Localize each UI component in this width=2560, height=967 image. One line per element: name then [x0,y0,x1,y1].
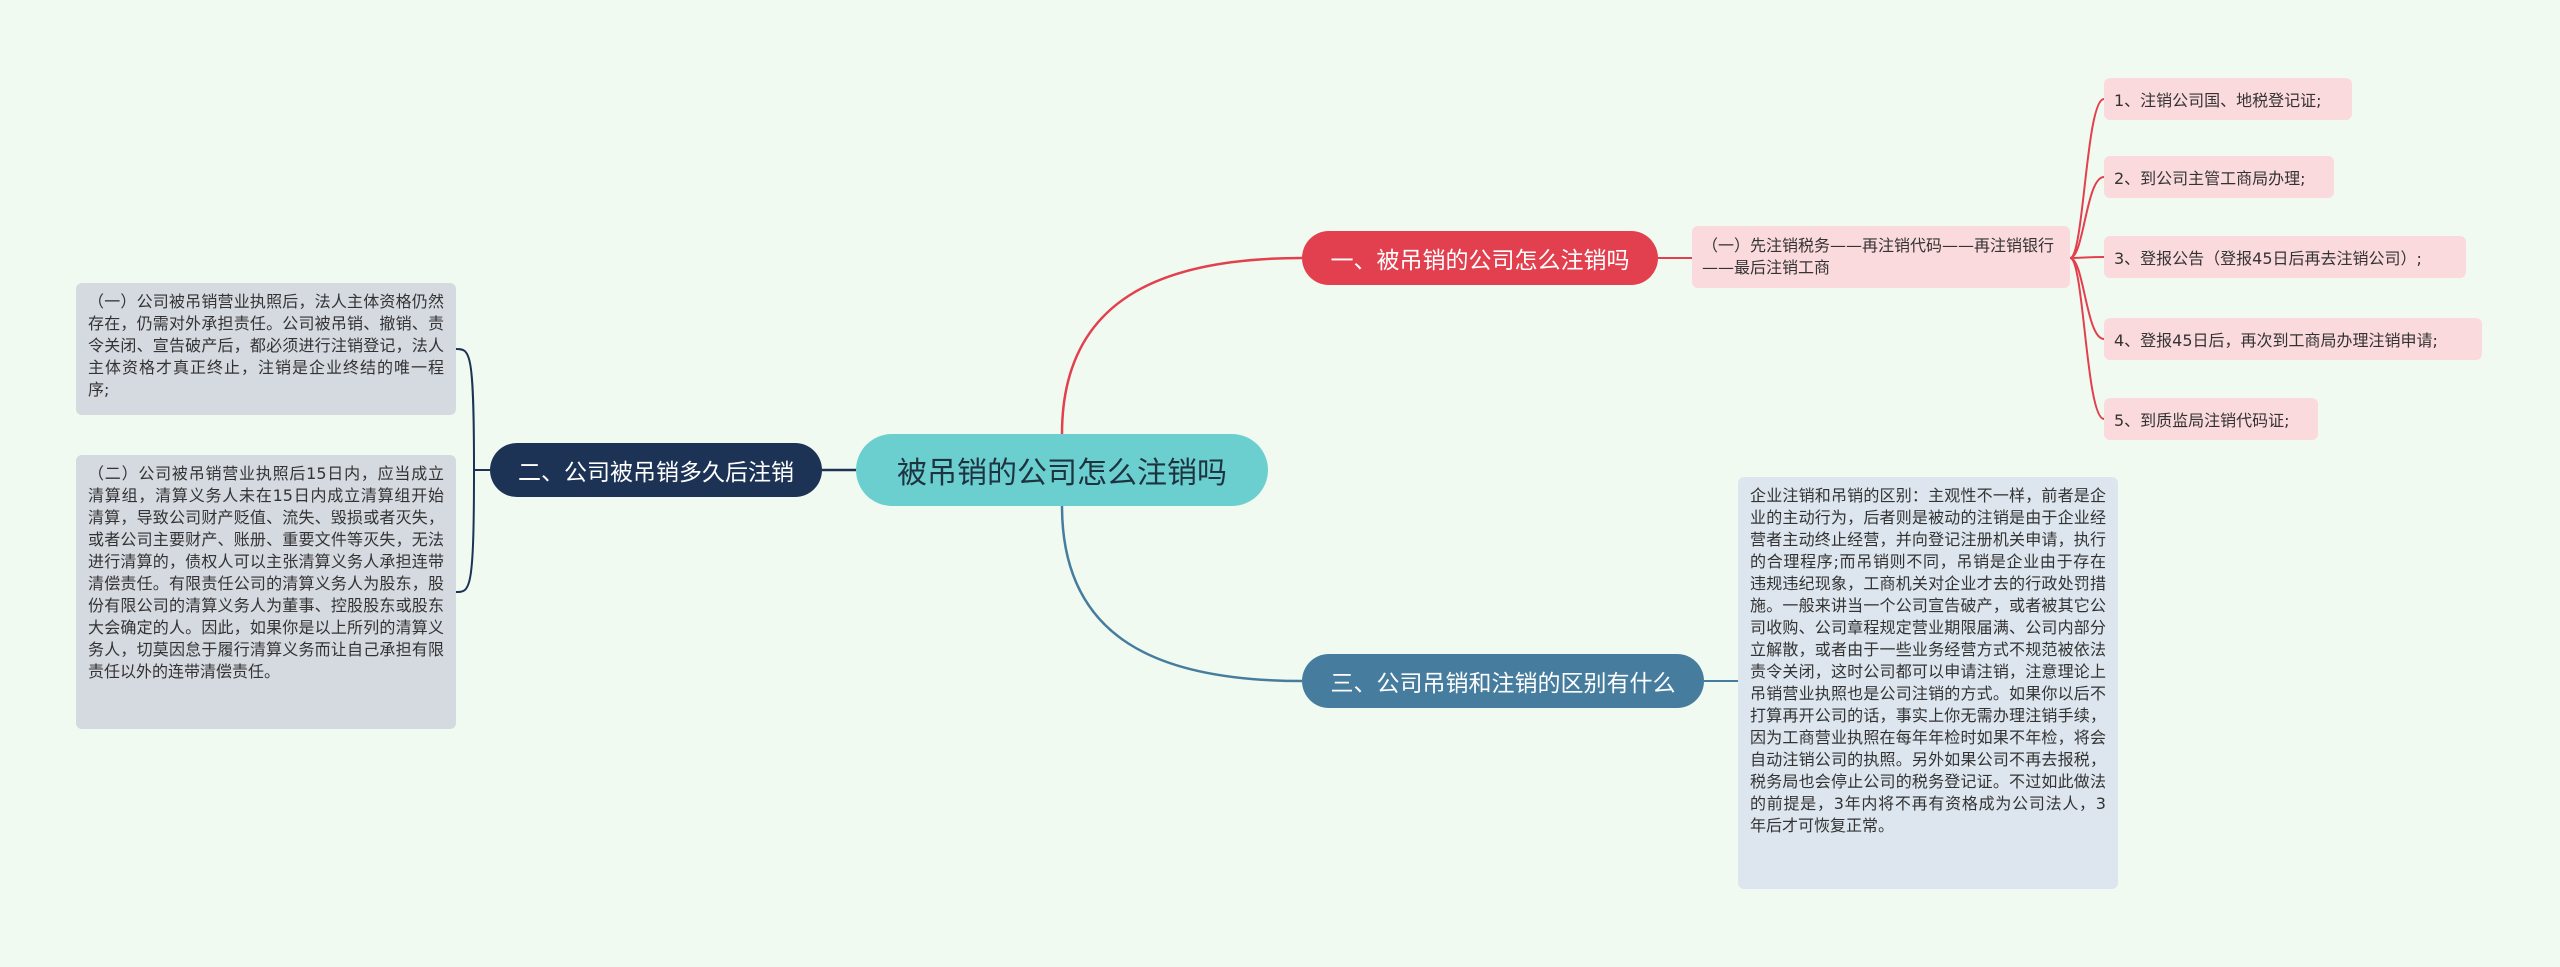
branch-1-leaf-4[interactable]: 4、登报45日后，再次到工商局办理注销申请; [2104,318,2482,360]
branch-1-leaf-5[interactable]: 5、到质监局注销代码证; [2104,398,2318,440]
link-root-branch1 [1060,256,1303,435]
link-branch2-details [455,348,490,593]
branch-1-node[interactable]: 一、被吊销的公司怎么注销吗 [1302,231,1658,285]
branch-1-sub-node[interactable]: （一）先注销税务——再注销代码——再注销银行——最后注销工商 [1692,226,2070,288]
branch-1-leaf-1[interactable]: 1、注销公司国、地税登记证; [2104,78,2352,120]
branch-2-detail-1[interactable]: （一）公司被吊销营业执照后，法人主体资格仍然存在，仍需对外承担责任。公司被吊销、… [76,283,456,415]
branch-2-detail-2[interactable]: （二）公司被吊销营业执照后15日内，应当成立清算组，清算义务人未在15日内成立清… [76,455,456,729]
root-node[interactable]: 被吊销的公司怎么注销吗 [856,434,1268,506]
branch-2-node[interactable]: 二、公司被吊销多久后注销 [490,443,822,497]
link-sub-leaves [2069,98,2105,420]
branch-1-leaf-2[interactable]: 2、到公司主管工商局办理; [2104,156,2334,198]
branch-3-node[interactable]: 三、公司吊销和注销的区别有什么 [1302,654,1704,708]
branch-3-detail-1[interactable]: 企业注销和吊销的区别：主观性不一样，前者是企业的主动行为，后者则是被动的注销是由… [1738,477,2118,889]
link-root-branch3 [1060,505,1303,683]
branch-1-leaf-3[interactable]: 3、登报公告（登报45日后再去注销公司）; [2104,236,2466,278]
